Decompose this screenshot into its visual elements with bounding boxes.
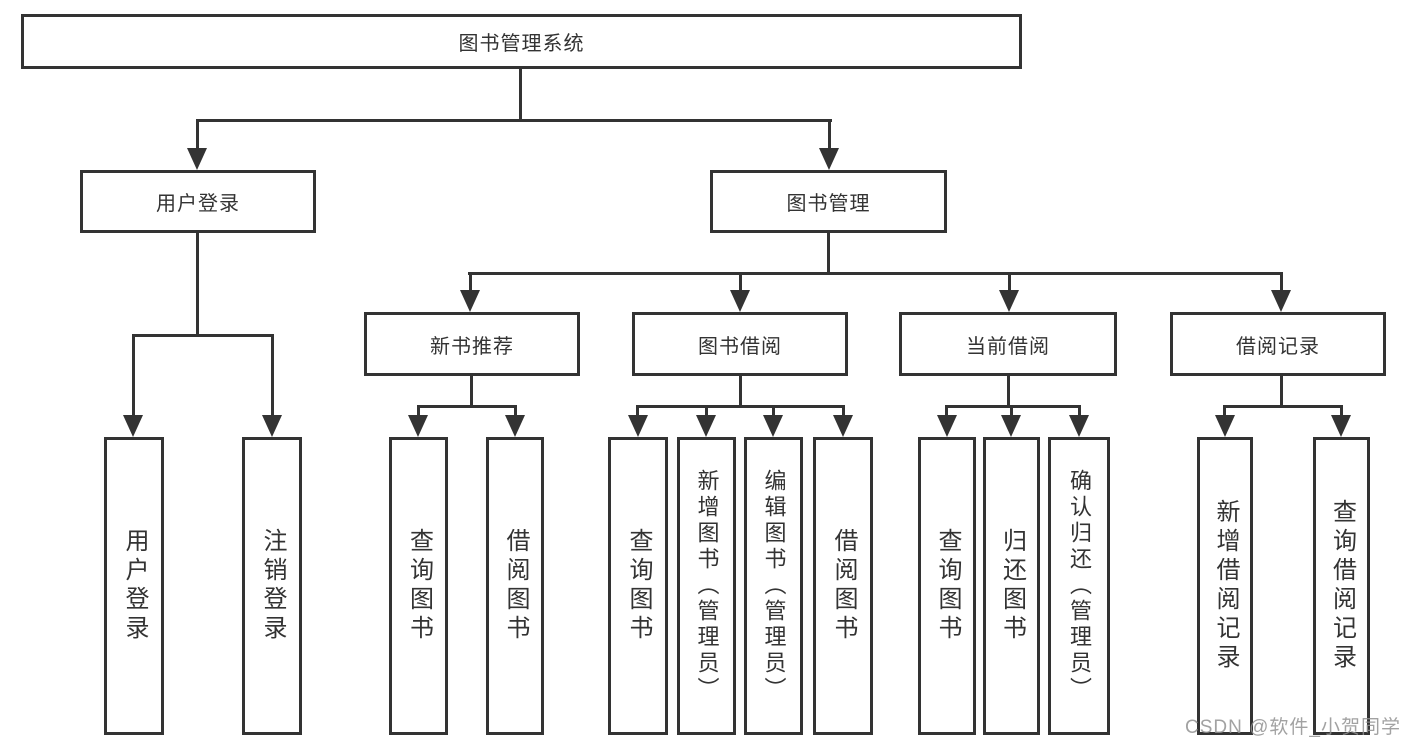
connector-line <box>1280 376 1283 408</box>
node-book-management: 图书管理 <box>710 170 947 233</box>
connector-line <box>1010 405 1013 419</box>
leaf-edit-book-admin: 编辑图书（管理员） <box>744 437 803 735</box>
leaf-query-books-recommend: 查询图书 <box>389 437 448 735</box>
leaf-logout: 注销登录 <box>242 437 302 735</box>
connector-line <box>636 405 639 419</box>
connector-line <box>739 376 742 408</box>
connector-line <box>417 405 420 419</box>
connector-line <box>1280 272 1283 294</box>
arrow-down-icon <box>1271 290 1291 312</box>
arrow-down-icon <box>187 148 207 170</box>
arrow-down-icon <box>1001 415 1021 437</box>
leaf-add-borrow-record: 新增借阅记录 <box>1197 437 1253 735</box>
connector-line <box>417 405 517 408</box>
arrow-down-icon <box>730 290 750 312</box>
connector-line <box>636 405 845 408</box>
arrow-down-icon <box>1331 415 1351 437</box>
arrow-down-icon <box>628 415 648 437</box>
connector-line <box>772 405 775 419</box>
connector-line <box>945 405 1081 408</box>
arrow-down-icon <box>460 290 480 312</box>
connector-line <box>705 405 708 419</box>
connector-line <box>1007 376 1010 408</box>
arrow-down-icon <box>123 415 143 437</box>
connector-line <box>1223 405 1226 419</box>
arrow-down-icon <box>408 415 428 437</box>
arrow-down-icon <box>1215 415 1235 437</box>
connector-line <box>828 119 831 151</box>
leaf-confirm-return-admin: 确认归还（管理员） <box>1048 437 1110 735</box>
connector-line <box>196 119 832 122</box>
connector-line <box>827 233 830 275</box>
leaf-query-borrow-record: 查询借阅记录 <box>1313 437 1370 735</box>
connector-line <box>945 405 948 419</box>
leaf-borrow-books-recommend: 借阅图书 <box>486 437 544 735</box>
arrow-down-icon <box>819 148 839 170</box>
connector-line <box>470 376 473 408</box>
arrow-down-icon <box>999 290 1019 312</box>
connector-line <box>514 405 517 419</box>
node-book-borrow: 图书借阅 <box>632 312 848 376</box>
connector-line <box>132 334 135 417</box>
node-user-login-branch: 用户登录 <box>80 170 316 233</box>
csdn-watermark: CSDN @软件_小贺同学 <box>1185 717 1401 738</box>
connector-line <box>739 272 742 294</box>
connector-line <box>1340 405 1343 419</box>
connector-line <box>1223 405 1343 408</box>
arrow-down-icon <box>763 415 783 437</box>
arrow-down-icon <box>262 415 282 437</box>
leaf-query-books-borrow: 查询图书 <box>608 437 668 735</box>
leaf-borrow-books-borrow: 借阅图书 <box>813 437 873 735</box>
leaf-add-book-admin: 新增图书（管理员） <box>677 437 736 735</box>
connector-line <box>196 119 199 151</box>
connector-line <box>469 272 472 294</box>
node-new-book-recommend: 新书推荐 <box>364 312 580 376</box>
arrow-down-icon <box>937 415 957 437</box>
leaf-user-login: 用户登录 <box>104 437 164 735</box>
arrow-down-icon <box>696 415 716 437</box>
leaf-return-book: 归还图书 <box>983 437 1040 735</box>
connector-line <box>468 272 1283 275</box>
leaf-query-books-current: 查询图书 <box>918 437 976 735</box>
node-current-borrow: 当前借阅 <box>899 312 1117 376</box>
arrow-down-icon <box>1069 415 1089 437</box>
connector-line <box>132 334 274 337</box>
arrow-down-icon <box>505 415 525 437</box>
connector-line <box>842 405 845 419</box>
connector-line <box>196 233 199 337</box>
node-library-system: 图书管理系统 <box>21 14 1022 69</box>
node-borrow-records: 借阅记录 <box>1170 312 1386 376</box>
connector-line <box>519 69 522 121</box>
arrow-down-icon <box>833 415 853 437</box>
connector-line <box>271 334 274 417</box>
connector-line <box>1078 405 1081 419</box>
connector-line <box>1008 272 1011 294</box>
